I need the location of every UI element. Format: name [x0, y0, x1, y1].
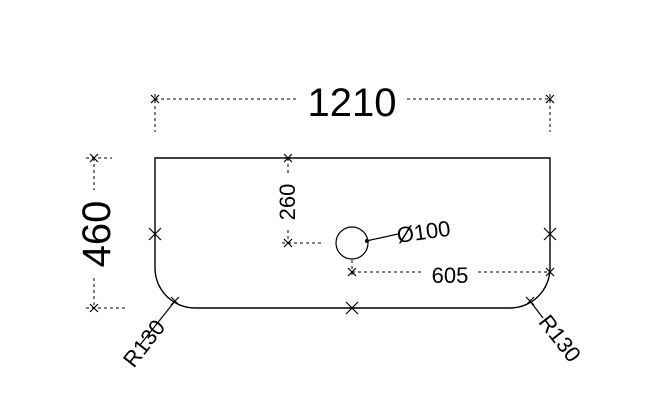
left-radius-leader — [139, 296, 180, 346]
hole-top-offset-label: 260 — [275, 184, 300, 221]
right-edge-mark — [543, 227, 557, 241]
front-edge-mark — [345, 301, 359, 315]
overall-width-dimension — [150, 94, 555, 132]
left-edge-mark — [148, 227, 162, 241]
countertop-outline — [154, 157, 551, 309]
overall-width-label: 1210 — [308, 81, 397, 125]
right-radius-label: R130 — [534, 310, 586, 367]
left-radius-label: R130 — [118, 315, 170, 372]
tap-hole — [335, 226, 369, 260]
hole-diameter-leader — [365, 233, 399, 243]
right-radius-leader — [525, 296, 544, 319]
overall-depth-label: 460 — [75, 201, 119, 268]
hole-diameter-label: Ø100 — [395, 216, 452, 248]
hole-right-offset-label: 605 — [432, 263, 469, 288]
